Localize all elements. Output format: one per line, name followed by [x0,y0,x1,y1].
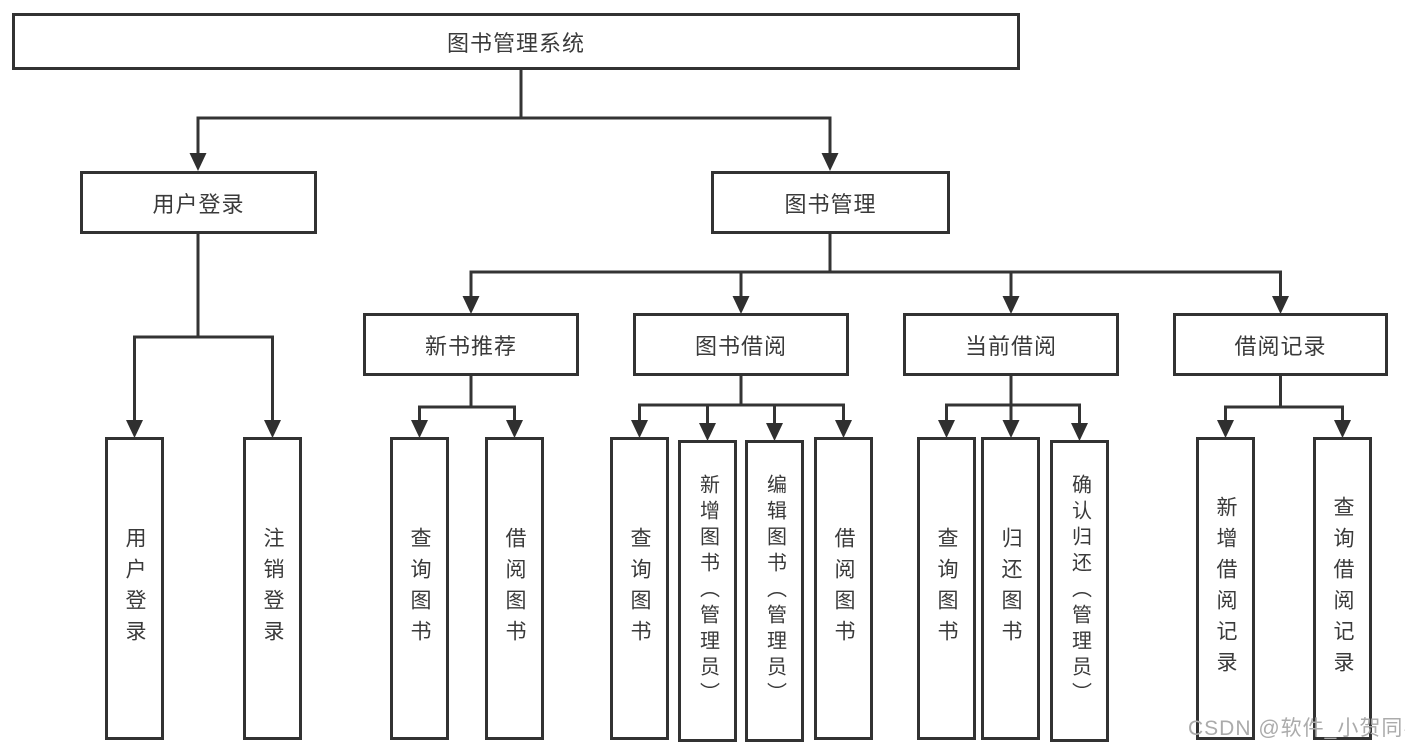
leaf-logout: 注销登录 [243,437,302,740]
leaf-label: 查询图书 [628,526,651,651]
leaf-query-book-current: 查询图书 [917,437,976,740]
leaf-edit-book-admin: 编辑图书（管理员） [745,440,804,742]
arrow-down-icon [631,420,648,438]
leaf-label: 新增图书（管理员） [696,474,719,708]
leaf-confirm-return-admin: 确认归还（管理员） [1050,440,1109,742]
node-label: 当前借阅 [964,333,1057,359]
arrow-down-icon [938,420,955,438]
leaf-label: 查询图书 [935,526,958,651]
leaf-label: 新增借阅记录 [1214,495,1237,682]
node-root-system: 图书管理系统 [12,13,1020,70]
arrow-down-icon [1002,296,1020,314]
node-new-book-recommend: 新书推荐 [363,313,579,376]
arrow-down-icon [462,296,480,314]
node-label: 图书借阅 [694,333,787,359]
node-book-borrow: 图书借阅 [633,313,849,376]
leaf-label: 编辑图书（管理员） [763,474,786,708]
leaf-label: 查询借阅记录 [1331,495,1354,682]
leaf-label: 查询图书 [408,526,431,651]
node-borrow-record: 借阅记录 [1173,313,1388,376]
leaf-return-book: 归还图书 [981,437,1040,740]
arrow-down-icon [821,153,839,171]
csdn-watermark: CSDN @软件_小贺同学 [1188,717,1405,740]
arrow-down-icon [1334,420,1351,438]
arrow-down-icon [1217,420,1234,438]
arrow-down-icon [1002,420,1020,438]
node-label: 借阅记录 [1234,333,1327,359]
node-current-borrow: 当前借阅 [903,313,1119,376]
node-label: 用户登录 [152,191,245,217]
arrow-down-icon [1071,423,1088,441]
leaf-label: 确认归还（管理员） [1068,474,1091,708]
leaf-label: 借阅图书 [503,526,526,651]
arrow-down-icon [835,420,852,438]
leaf-borrow-book: 借阅图书 [814,437,873,740]
leaf-label: 借阅图书 [832,526,855,651]
node-root-label: 图书管理系统 [446,30,585,56]
leaf-borrow-book-recommend: 借阅图书 [485,437,544,740]
arrow-down-icon [126,420,143,438]
arrow-down-icon [264,420,281,438]
arrow-down-icon [189,153,207,171]
arrow-down-icon [766,423,783,441]
leaf-user-login: 用户登录 [105,437,164,740]
leaf-label: 用户登录 [123,526,146,651]
arrow-down-icon [506,420,523,438]
leaf-query-borrow-record: 查询借阅记录 [1313,437,1372,740]
node-label: 图书管理 [784,191,877,217]
leaf-label: 注销登录 [261,526,284,651]
node-label: 新书推荐 [424,333,517,359]
node-book-management-branch: 图书管理 [711,171,950,234]
leaf-add-borrow-record: 新增借阅记录 [1196,437,1255,740]
leaf-add-book-admin: 新增图书（管理员） [678,440,737,742]
arrow-down-icon [1272,296,1289,314]
arrow-down-icon [699,423,716,441]
leaf-query-book-recommend: 查询图书 [390,437,449,740]
node-user-login-branch: 用户登录 [80,171,317,234]
arrow-down-icon [732,296,750,314]
arrow-down-icon [411,420,428,438]
leaf-label: 归还图书 [999,526,1022,651]
leaf-query-book-borrow: 查询图书 [610,437,669,740]
